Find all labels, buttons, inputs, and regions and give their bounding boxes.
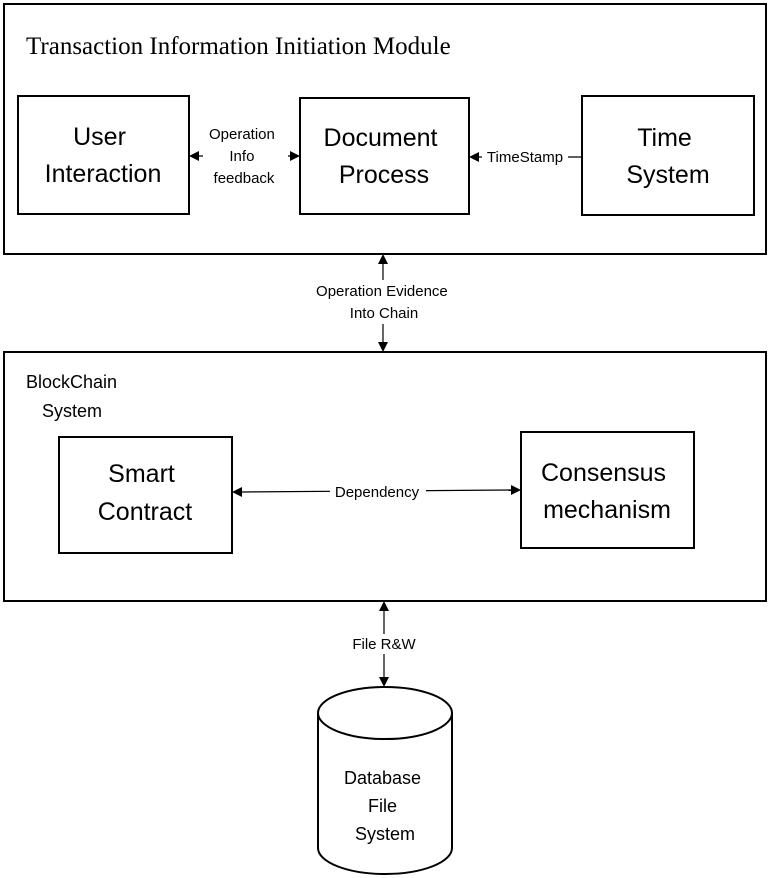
database-cylinder xyxy=(317,686,453,875)
timestamp-label: TimeStamp xyxy=(487,149,563,166)
consensus-label: Consensus mechanism xyxy=(541,459,673,524)
database-label: Database File System xyxy=(344,768,426,844)
document-process-box xyxy=(299,97,470,215)
file-rw-label: File R&W xyxy=(352,636,416,653)
blockchain-title: BlockChain System xyxy=(26,372,122,421)
dependency-label: Dependency xyxy=(335,484,420,501)
smart-contract-label: Smart Contract xyxy=(98,460,193,526)
time-system-box xyxy=(581,95,755,216)
document-process-label: Document Process xyxy=(324,124,445,189)
user-interaction-label: User Interaction xyxy=(45,123,162,188)
user-interaction-box xyxy=(17,95,190,215)
time-system-label: Time System xyxy=(626,124,709,189)
smart-contract-box xyxy=(58,436,233,554)
evidence-label: Operation Evidence Into Chain xyxy=(316,283,452,322)
feedback-label: Operation Info feedback xyxy=(209,126,279,187)
consensus-box xyxy=(520,431,695,549)
transaction-module-title: Transaction Information Initiation Modul… xyxy=(26,33,451,60)
